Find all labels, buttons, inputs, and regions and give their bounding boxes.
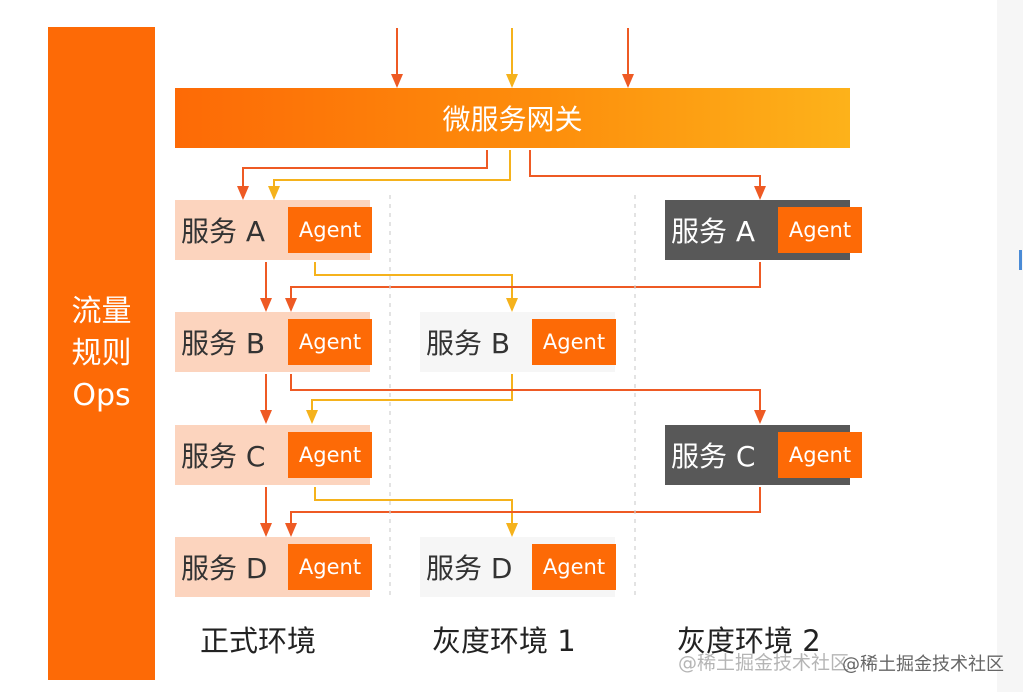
ops-label: 流量 规则 Ops	[71, 293, 132, 413]
service-name: 服务 B	[426, 327, 511, 360]
prod-service-d: 服务 D Agent	[175, 537, 372, 597]
agent-badge: Agent	[532, 319, 616, 365]
route-prod-c-gray1-d	[314, 487, 518, 537]
env-label-prod: 正式环境	[200, 624, 317, 658]
side-panel	[997, 0, 1023, 692]
service-name: 服务 C	[181, 440, 266, 473]
service-name: 服务 A	[181, 215, 266, 248]
route-gray2-a-prod-b	[285, 262, 761, 312]
microservice-gateway: 微服务网关	[175, 88, 850, 148]
route-prod-a-gray1-b	[314, 262, 518, 312]
agent-badge: Agent	[288, 319, 372, 365]
gray2-service-a: 服务 A Agent	[665, 200, 862, 260]
prod-service-a: 服务 A Agent	[175, 200, 372, 260]
route-gateway-gray1-a	[268, 150, 511, 200]
service-name: 服务 D	[426, 552, 513, 585]
watermark-faint: @稀土掘金技术社区	[678, 652, 850, 674]
route-gateway-prod-a	[237, 150, 488, 200]
route-prod-b-gray2-c	[290, 374, 766, 424]
service-name: 服务 C	[671, 440, 756, 473]
gray2-service-c: 服务 C Agent	[665, 425, 862, 485]
traffic-rules-ops-bar: 流量 规则 Ops	[48, 27, 155, 680]
prod-service-b: 服务 B Agent	[175, 312, 372, 372]
env-label-gray2: 灰度环境 2	[677, 624, 821, 658]
route-gray1-b-prod-c	[306, 374, 513, 424]
agent-badge: Agent	[288, 544, 372, 590]
agent-badge: Agent	[778, 432, 862, 478]
watermark: @稀土掘金技术社区	[842, 654, 1004, 675]
agent-badge: Agent	[778, 207, 862, 253]
gateway-label: 微服务网关	[442, 103, 583, 136]
service-name: 服务 D	[181, 552, 268, 585]
panel-indicator	[1019, 250, 1022, 270]
env-label-gray1: 灰度环境 1	[432, 624, 576, 658]
gray1-service-b: 服务 B Agent	[420, 312, 616, 372]
agent-badge: Agent	[532, 544, 616, 590]
route-gray2-c-prod-d	[285, 487, 761, 537]
agent-badge: Agent	[288, 432, 372, 478]
service-name: 服务 B	[181, 327, 266, 360]
route-gateway-gray2-a	[529, 150, 766, 200]
service-name: 服务 A	[671, 215, 756, 248]
gray1-service-d: 服务 D Agent	[420, 537, 616, 597]
agent-badge: Agent	[288, 207, 372, 253]
prod-service-c: 服务 C Agent	[175, 425, 372, 485]
